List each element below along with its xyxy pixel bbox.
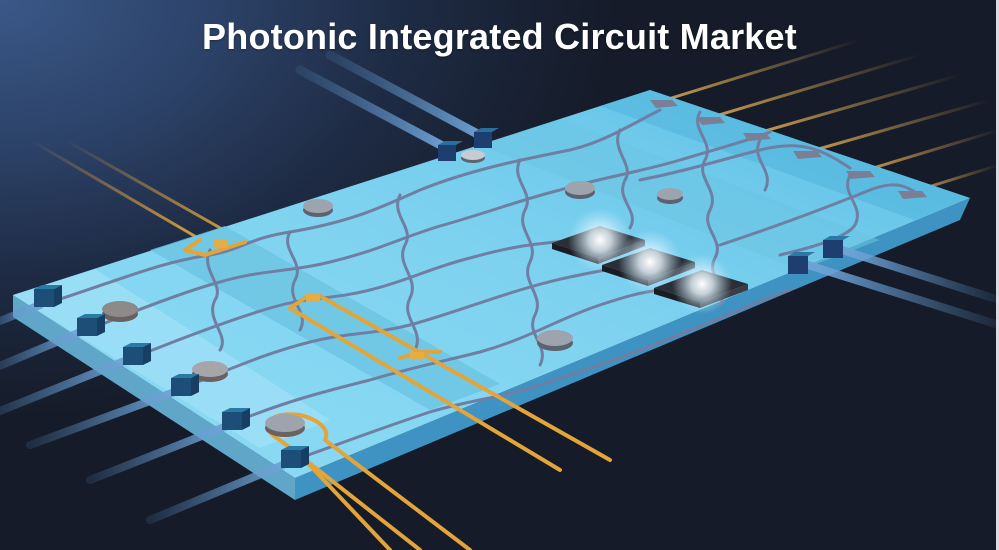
page-title: Photonic Integrated Circuit Market [202,16,797,57]
ring-disks [102,150,683,437]
connector-back-1 [438,141,463,161]
connector-left-1 [34,285,62,307]
chip-slab [13,90,970,500]
back-fibers [295,50,490,155]
connector-right-2 [823,236,850,258]
detector-chip-3 [654,254,748,314]
fiber-connectors [34,128,850,468]
connector-left-2 [77,314,105,336]
left-fibers [0,301,294,524]
connector-left-3 [123,343,151,365]
connector-left-6 [281,446,309,468]
connector-right-1 [788,252,815,274]
detector-chips [552,208,748,314]
connector-left-5 [222,408,250,430]
connector-left-4 [171,374,199,396]
electrode-pads [650,100,927,199]
gold-wires-right [663,38,999,194]
right-fibers [804,246,999,329]
electrode-heaters [214,240,424,360]
gold-wires-left [28,138,247,247]
connector-back-2 [474,128,499,148]
